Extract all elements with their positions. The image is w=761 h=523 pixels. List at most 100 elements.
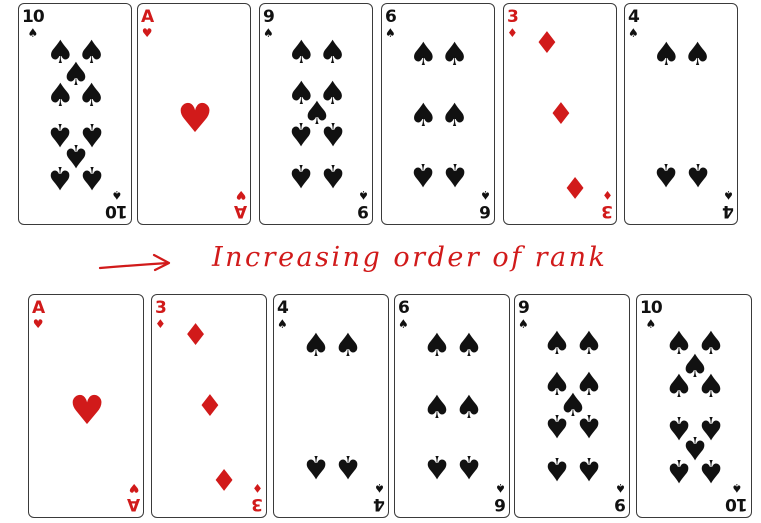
- spade-icon: ♠: [495, 481, 506, 495]
- card-corner-index: 6♠: [480, 188, 491, 221]
- card-rank: A: [127, 494, 140, 514]
- card-rank: 10: [726, 494, 748, 514]
- card-rank: 10: [640, 298, 663, 318]
- spade-icon: ♠: [542, 406, 572, 445]
- card-rank: 4: [374, 494, 385, 514]
- card-rank: A: [234, 201, 247, 221]
- spade-icon: ♠: [46, 159, 75, 198]
- spade-icon: ♠: [77, 75, 106, 114]
- bottom-row-card-3-of-diamonds: 3♦3♦♦♦♦: [151, 294, 267, 518]
- spade-icon: ♠: [440, 34, 469, 73]
- spade-icon: ♠: [652, 34, 681, 73]
- spade-icon: ♠: [385, 26, 396, 40]
- spade-icon: ♠: [454, 325, 484, 364]
- bottom-row-card-9-of-spades: 9♠9♠♠♠♠♠♠♠♠♠♠: [514, 294, 630, 518]
- spade-icon: ♠: [518, 317, 529, 331]
- diamond-icon: ♦: [210, 461, 238, 497]
- spade-icon: ♠: [263, 26, 274, 40]
- card-corner-index: A♥: [141, 7, 154, 40]
- spade-icon: ♠: [398, 317, 409, 331]
- spade-icon: ♠: [558, 386, 588, 425]
- card-corner-index: A♥: [234, 188, 247, 221]
- card-rank: 3: [155, 298, 167, 318]
- card-rank: 10: [106, 201, 128, 221]
- spade-icon: ♠: [333, 325, 363, 364]
- spade-icon: ♠: [542, 365, 572, 404]
- card-rank: 4: [277, 298, 289, 318]
- spade-icon: ♠: [454, 448, 484, 487]
- card-rank: 3: [252, 494, 263, 514]
- heart-icon: ♥: [141, 26, 153, 40]
- card-rank: 6: [385, 7, 397, 27]
- spade-icon: ♠: [542, 324, 572, 363]
- card-rank: 4: [723, 201, 734, 221]
- spade-icon: ♠: [301, 448, 331, 487]
- spade-icon: ♠: [628, 26, 639, 40]
- top-row-card-a-of-hearts: A♥A♥♥: [137, 3, 251, 225]
- card-rank: A: [141, 7, 154, 27]
- diamond-icon: ♦: [252, 481, 263, 495]
- card-corner-index: 9♠: [615, 481, 626, 514]
- diamond-icon: ♦: [561, 168, 589, 204]
- spade-icon: ♠: [422, 325, 452, 364]
- card-corner-index: 10♠: [726, 481, 748, 514]
- card-corner-index: 9♠: [518, 298, 530, 331]
- bottom-row-card-10-of-spades: 10♠10♠♠♠♠♠♠♠♠♠♠♠: [636, 294, 752, 518]
- spade-icon: ♠: [422, 388, 452, 426]
- heart-icon: ♥: [177, 95, 213, 142]
- spade-icon: ♠: [333, 448, 363, 487]
- spade-icon: ♠: [696, 324, 726, 363]
- diamond-icon: ♦: [182, 317, 210, 353]
- card-rank: 3: [507, 7, 519, 27]
- card-corner-index: A♥: [127, 481, 140, 514]
- card-rank: 9: [518, 298, 530, 318]
- spade-icon: ♠: [277, 317, 288, 331]
- diamond-icon: ♦: [533, 26, 561, 62]
- card-corner-index: 3♦: [602, 188, 613, 221]
- spade-icon: ♠: [723, 188, 734, 202]
- spade-icon: ♠: [731, 481, 743, 495]
- card-rank: 9: [358, 201, 369, 221]
- spade-icon: ♠: [409, 155, 438, 194]
- caption-text: Increasing order of rank: [212, 242, 608, 273]
- card-corner-index: 9♠: [263, 9, 275, 40]
- diamond-icon: ♦: [547, 97, 575, 132]
- diamond-icon: ♦: [155, 317, 166, 331]
- spade-icon: ♠: [287, 114, 316, 153]
- card-rank: 3: [602, 201, 613, 221]
- spade-icon: ♠: [302, 94, 332, 133]
- spade-icon: ♠: [287, 32, 316, 71]
- spade-icon: ♠: [683, 155, 712, 194]
- spade-icon: ♠: [409, 96, 438, 134]
- card-rank: 6: [480, 201, 491, 221]
- spade-icon: ♠: [422, 448, 452, 487]
- spade-icon: ♠: [480, 188, 491, 202]
- spade-icon: ♠: [454, 388, 484, 426]
- card-rank: 9: [615, 494, 626, 514]
- bottom-row-card-a-of-hearts: A♥A♥♥: [28, 294, 144, 518]
- card-corner-index: 9♠: [358, 188, 369, 221]
- spade-icon: ♠: [358, 188, 369, 202]
- spade-icon: ♠: [111, 188, 123, 202]
- spade-icon: ♠: [409, 34, 438, 73]
- heart-icon: ♥: [235, 188, 247, 202]
- spade-icon: ♠: [680, 346, 710, 385]
- card-corner-index: 10♠: [106, 188, 128, 221]
- heart-icon: ♥: [69, 387, 105, 434]
- spade-icon: ♠: [574, 365, 604, 404]
- spade-icon: ♠: [664, 324, 694, 363]
- diamond-icon: ♦: [602, 188, 613, 202]
- spade-icon: ♠: [287, 73, 316, 112]
- spade-icon: ♠: [645, 317, 657, 331]
- caption: Increasing order of rank: [96, 242, 756, 288]
- spade-icon: ♠: [77, 159, 106, 198]
- top-row-card-4-of-spades: 4♠4♠♠♠♠♠: [624, 3, 738, 225]
- card-corner-index: 3♦: [252, 481, 263, 514]
- top-row-card-9-of-spades: 9♠9♠♠♠♠♠♠♠♠♠♠: [259, 3, 373, 225]
- card-rank: 10: [22, 7, 45, 27]
- card-corner-index: 10♠: [22, 7, 45, 40]
- card-corner-index: 3♦: [507, 7, 519, 40]
- top-row-card-6-of-spades: 6♠6♠♠♠♠♠♠♠: [381, 3, 495, 225]
- spade-icon: ♠: [440, 96, 469, 134]
- spade-icon: ♠: [615, 481, 626, 495]
